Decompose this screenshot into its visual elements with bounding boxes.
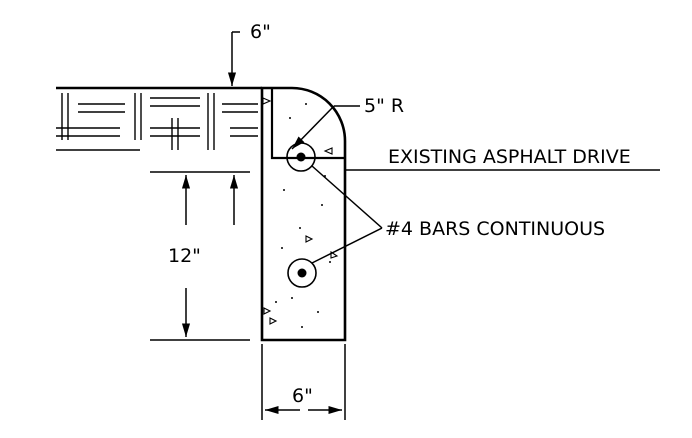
pavement-hatch bbox=[56, 86, 262, 151]
depth-dimension-label: 12" bbox=[168, 245, 201, 267]
top-dimension-label: 6" bbox=[250, 21, 271, 43]
top-dimension bbox=[227, 31, 240, 86]
radius-label: 5" R bbox=[364, 95, 404, 117]
rebar-bottom bbox=[287, 258, 317, 288]
width-dimension-label: 6" bbox=[292, 385, 313, 407]
concrete-stipple bbox=[275, 103, 331, 328]
leader-lines bbox=[291, 105, 660, 264]
existing-asphalt-label: EXISTING ASPHALT DRIVE bbox=[388, 146, 631, 168]
bars-label: #4 BARS CONTINUOUS bbox=[385, 218, 605, 240]
curb-outline bbox=[260, 86, 347, 342]
depth-dimension bbox=[150, 171, 250, 341]
width-dimension bbox=[261, 344, 346, 420]
aggregate-triangles bbox=[262, 97, 339, 325]
